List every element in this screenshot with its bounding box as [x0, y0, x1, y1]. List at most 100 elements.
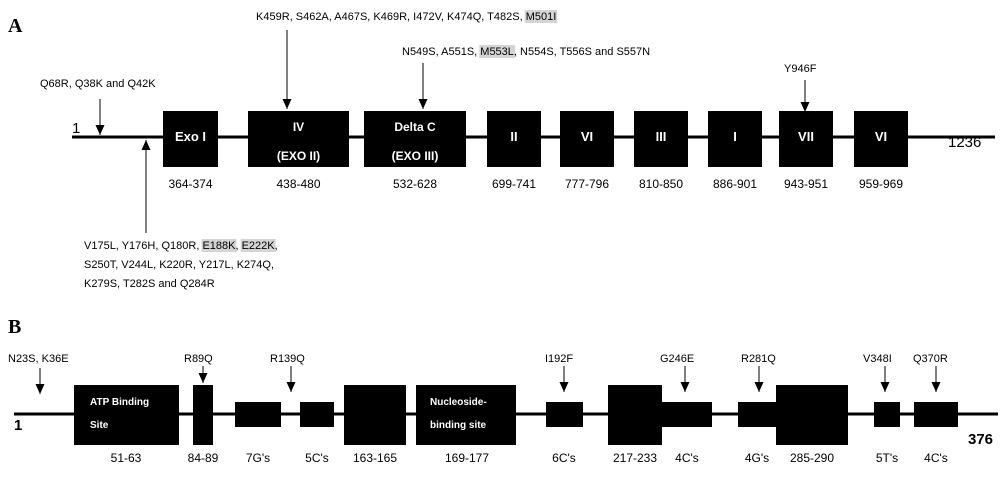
domain-range: 84-89 [188, 451, 219, 465]
mutation-text: N549S, A551S, [402, 46, 480, 58]
domain-box [300, 402, 334, 427]
mutation-highlight [201, 239, 237, 252]
domain-range: 438-480 [276, 177, 320, 191]
highlighted-mutation: M501I [526, 11, 557, 23]
panel-label: B [8, 316, 21, 338]
domain-range: 699-741 [492, 177, 536, 191]
domain-name: III [656, 129, 667, 144]
mutation-label: V348I [863, 353, 892, 365]
domain-range: 7G's [246, 451, 270, 465]
domain-range: 810-850 [639, 177, 683, 191]
mutation-label: R139Q [270, 353, 305, 365]
mutation-arrow-head [35, 384, 45, 394]
start-position-label: 1 [14, 417, 22, 434]
domain-box [546, 402, 583, 427]
domain-box [560, 111, 614, 167]
highlighted-mutation: M553L [480, 46, 514, 58]
domain-box [914, 402, 958, 427]
mutation-highlight [240, 239, 276, 252]
mutation-text: , [275, 240, 278, 252]
domain-range: 285-290 [790, 451, 834, 465]
domain-range: 4C's [924, 451, 948, 465]
domain-range: 169-177 [445, 451, 489, 465]
domain-box [235, 402, 281, 427]
domain-range: 5T's [876, 451, 898, 465]
domain-box [776, 385, 848, 445]
mutation-text: K459R, S462A, A467S, K469R, I472V, K474Q… [256, 11, 526, 23]
start-residue-label: 1 [72, 120, 80, 137]
domain-subname: (EXO II) [277, 149, 320, 163]
mutation-label: V175L, Y176H, Q180R, E188K, E222K, [84, 240, 278, 252]
mutation-highlight [524, 10, 558, 23]
domain-box [874, 402, 900, 427]
domain-name: Delta C [394, 120, 436, 134]
highlighted-mutation: E188K [202, 240, 236, 252]
domain-range: 777-796 [565, 177, 609, 191]
panel-label: A [8, 15, 23, 37]
domain-range: 217-233 [613, 451, 657, 465]
mutation-label: I192F [545, 353, 573, 365]
domain-name: Exo I [175, 129, 206, 144]
domain-range: 959-969 [859, 177, 903, 191]
domain-name: VI [581, 129, 593, 144]
domain-box [344, 385, 406, 445]
domain-name-line: ATP Binding [90, 397, 149, 408]
domain-box [163, 111, 218, 167]
domain-name-line: Nucleoside- [430, 397, 487, 408]
mutation-label: S250T, V244L, K220R, Y217L, K274Q, [84, 259, 274, 271]
mutation-arrow-head [800, 102, 810, 112]
domain-range: 4G's [745, 451, 769, 465]
domain-subname: (EXO III) [392, 149, 439, 163]
domain-box [487, 111, 541, 167]
mutation-arrow-head [198, 373, 208, 383]
mutation-label: N23S, K36E [8, 353, 69, 365]
mutation-arrow-head [141, 140, 151, 150]
domain-box [662, 402, 712, 427]
mutation-text: , [235, 240, 241, 252]
domain-box [708, 111, 762, 167]
mutation-label: Q370R [913, 353, 948, 365]
domain-name: IV [293, 120, 304, 134]
mutation-arrow-head [559, 382, 569, 392]
domain-box [416, 385, 516, 445]
mutation-label: N549S, A551S, M553L, N554S, T556S and S5… [402, 46, 650, 58]
domain-range: 886-901 [713, 177, 757, 191]
domain-name: I [733, 129, 737, 144]
mutation-label: Y946F [784, 63, 817, 75]
highlighted-mutation: E222K [242, 240, 276, 252]
domain-box [364, 111, 466, 167]
mutation-label: K459R, S462A, A467S, K469R, I472V, K474Q… [256, 11, 556, 23]
mutation-label: G246E [660, 353, 694, 365]
domain-range: 163-165 [353, 451, 397, 465]
mutation-arrow-head [418, 99, 428, 109]
mutation-arrow-head [282, 99, 292, 109]
domain-name: VI [875, 129, 887, 144]
domain-name-line: binding site [430, 420, 487, 431]
domain-range: 4C's [675, 451, 699, 465]
mutation-highlight [479, 45, 515, 58]
domain-range: 364-374 [168, 177, 212, 191]
mutation-text: V175L, Y176H, Q180R, [84, 240, 202, 252]
domain-range: 943-951 [784, 177, 828, 191]
mutation-label: R281Q [741, 353, 776, 365]
mutation-arrow-head [680, 382, 690, 392]
end-residue-label: 1236 [948, 134, 981, 151]
domain-name: II [510, 129, 517, 144]
mutation-arrow-head [286, 382, 296, 392]
domain-name: VII [798, 129, 814, 144]
domain-box [74, 385, 179, 445]
domain-box [779, 111, 833, 167]
domain-name: Nucleoside-binding site [430, 397, 487, 431]
domain-range: 51-63 [111, 451, 142, 465]
mutation-arrow-head [931, 382, 941, 392]
domain-range: 5C's [305, 451, 329, 465]
domain-box [608, 385, 662, 445]
mutation-arrow-head [880, 382, 890, 392]
domain-name-line: Site [90, 420, 109, 431]
mutation-arrow-head [754, 382, 764, 392]
domain-box [854, 111, 908, 167]
domain-box [193, 385, 213, 445]
mutation-label: Q68R, Q38K and Q42K [40, 78, 156, 90]
